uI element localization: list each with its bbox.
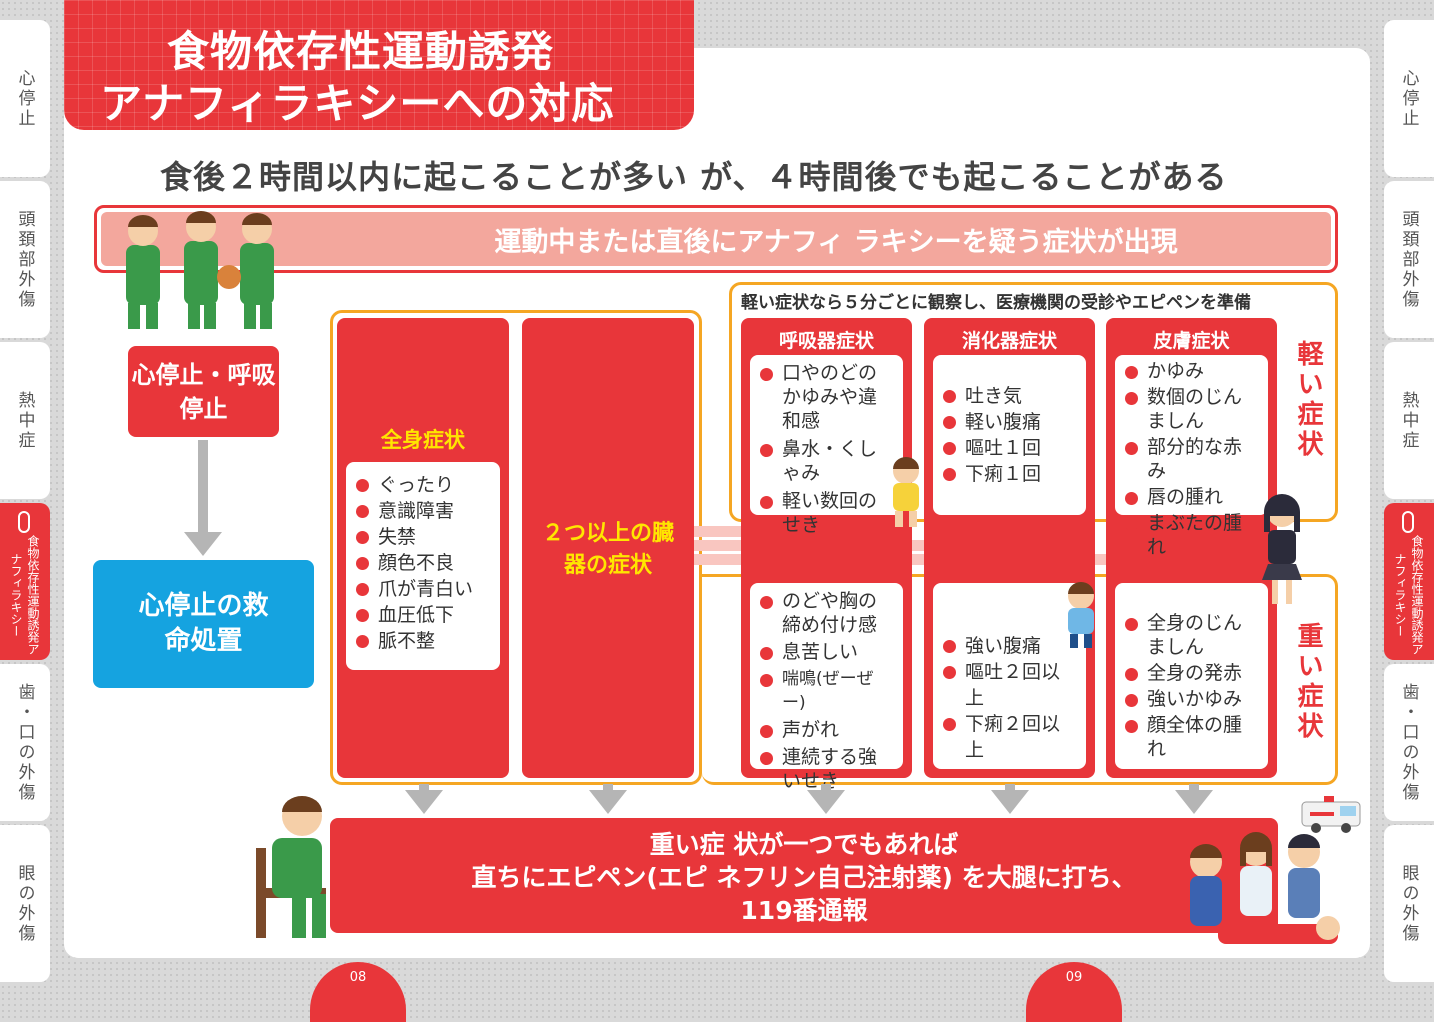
schoolgirl-illustration <box>1262 494 1302 604</box>
symptom-alert-bar: 運動中または直後にアナフィ ラキシーを疑う症状が出現 <box>94 205 1338 273</box>
page-number-left: 08 <box>310 962 406 1022</box>
boy-illustration <box>1068 582 1094 648</box>
list-item: 意識障害 <box>354 498 492 524</box>
observe-note: 軽い症状なら５分ごとに観察し、医療機関の受診やエピペンを準備 <box>741 293 1251 313</box>
list-item: 失禁 <box>354 524 492 550</box>
list-item: 強いかゆみ <box>1123 687 1260 711</box>
tab-cardiac-arrest[interactable]: 心停止 <box>0 20 50 177</box>
arrow-down-icon <box>991 784 1029 814</box>
arrow-down-icon <box>1175 784 1213 814</box>
mild-label: 軽い症状 <box>1293 340 1323 460</box>
arrow-down-icon <box>405 784 443 814</box>
emergency-line3: 119番通報 <box>740 896 868 925</box>
multi-organ-column <box>522 318 694 778</box>
tab-dental-injury[interactable]: 歯・口の外傷 <box>1384 664 1434 821</box>
pin-icon <box>18 511 30 533</box>
cardiac-treatment-text: 心停止の救命処置 <box>138 590 269 656</box>
cardiac-arrest-text: 心停止・呼吸停止 <box>131 361 276 423</box>
list-item: 血圧低下 <box>354 602 492 628</box>
skin-severe-box: 全身のじんましん 全身の発赤 強いかゆみ 顔全体の腫れ <box>1115 583 1268 769</box>
rescuers-illustration <box>1190 832 1340 944</box>
pin-icon <box>1402 511 1414 533</box>
list-item: 吐き気 <box>941 383 1078 409</box>
list-item: のどや胸の締め付け感 <box>758 589 895 637</box>
list-item: 息苦しい <box>758 640 895 664</box>
severe-label: 重い症状 <box>1293 622 1323 742</box>
list-item: 軽い腹痛 <box>941 409 1078 435</box>
list-item: 唇の腫れ <box>1123 485 1260 509</box>
list-item: 部分的な赤み <box>1123 435 1260 483</box>
multi-organ-text: ２つ以上の臓器の症状 <box>541 521 674 578</box>
arrow-down-icon <box>184 440 222 556</box>
list-item: 喘鳴(ぜーぜー) <box>758 667 895 715</box>
arrow-down-icon <box>807 784 845 814</box>
cardiac-treatment-box: 心停止の救命処置 <box>93 560 314 688</box>
list-item: 軽い数回のせき <box>758 489 895 537</box>
tab-heatstroke[interactable]: 熱中症 <box>0 342 50 499</box>
list-item: 鼻水・くしゃみ <box>758 437 895 485</box>
page-title-line2: アナフィラキシーへの対応 <box>100 79 615 128</box>
tab-dental-injury[interactable]: 歯・口の外傷 <box>0 664 50 821</box>
list-item: 口やのどのかゆみや違和感 <box>758 361 895 433</box>
list-item: 脈不整 <box>354 628 492 654</box>
tab-head-neck-injury[interactable]: 頭頚部外傷 <box>0 181 50 338</box>
list-item: 下痢２回以上 <box>941 711 1078 763</box>
tab-eye-injury[interactable]: 眼の外傷 <box>1384 825 1434 982</box>
digestive-heading: 消化器症状 <box>961 330 1057 352</box>
side-tabs-right: 心停止 頭頚部外傷 熱中症 食物依存性運動誘発アナフィラキシー 歯・口の外傷 眼… <box>1384 20 1434 982</box>
list-item: 顔色不良 <box>354 550 492 576</box>
students-illustration <box>126 211 274 329</box>
tab-head-neck-injury[interactable]: 頭頚部外傷 <box>1384 181 1434 338</box>
skin-heading: 皮膚症状 <box>1153 330 1230 352</box>
list-item: 下痢１回 <box>941 461 1078 487</box>
list-item: ぐったり <box>354 472 492 498</box>
page-title-line1: 食物依存性運動誘発 <box>167 27 555 76</box>
tab-anaphylaxis[interactable]: 食物依存性運動誘発アナフィラキシー <box>1384 503 1434 660</box>
girl-illustration <box>893 457 919 527</box>
cardiac-arrest-box: 心停止・呼吸停止 <box>128 346 279 437</box>
list-item: 全身の発赤 <box>1123 661 1260 685</box>
respiratory-mild-box: 口やのどのかゆみや違和感 鼻水・くしゃみ 軽い数回のせき <box>750 355 903 536</box>
digestive-mild-box: 吐き気 軽い腹痛 嘔吐１回 下痢１回 <box>933 355 1086 515</box>
tab-eye-injury[interactable]: 眼の外傷 <box>0 825 50 982</box>
tab-heatstroke[interactable]: 熱中症 <box>1384 342 1434 499</box>
page-title-box: 食物依存性運動誘発 アナフィラキシーへの対応 <box>64 0 694 130</box>
list-item: 強い腹痛 <box>941 633 1078 659</box>
symptom-alert-text: 運動中または直後にアナフィ ラキシーを疑う症状が出現 <box>101 212 1331 266</box>
systemic-heading: 全身症状 <box>381 428 465 452</box>
list-item: 嘔吐１回 <box>941 435 1078 461</box>
page-number-right: 09 <box>1026 962 1122 1022</box>
digestive-severe-box: 強い腹痛 嘔吐２回以上 下痢２回以上 <box>933 583 1086 769</box>
seated-student-illustration <box>256 796 326 938</box>
subtitle: 食後２時間以内に起こることが多い が、４時間後でも起こることがある <box>160 158 1228 196</box>
list-item: 嘔吐２回以上 <box>941 659 1078 711</box>
list-item: 数個のじんましん <box>1123 385 1260 433</box>
side-tabs-left: 心停止 頭頚部外傷 熱中症 食物依存性運動誘発アナフィラキシー 歯・口の外傷 眼… <box>0 20 50 982</box>
list-item: 声がれ <box>758 718 895 742</box>
emergency-line1: 重い症 状が一つでもあれば <box>649 830 959 859</box>
ambulance-icon <box>1301 796 1361 833</box>
emergency-action-box: 重い症 状が一つでもあれば 直ちにエピペン(エピ ネフリン自己注射薬) を大腿に… <box>330 818 1278 933</box>
list-item: 爪が青白い <box>354 576 492 602</box>
tab-cardiac-arrest[interactable]: 心停止 <box>1384 20 1434 177</box>
skin-mild-box: かゆみ 数個のじんましん 部分的な赤み 唇の腫れ まぶたの腫れ <box>1115 355 1268 558</box>
respiratory-heading: 呼吸器症状 <box>778 330 874 352</box>
list-item: まぶたの腫れ <box>1123 511 1260 559</box>
list-item: 顔全体の腫れ <box>1123 713 1260 761</box>
tab-anaphylaxis[interactable]: 食物依存性運動誘発アナフィラキシー <box>0 503 50 660</box>
arrow-down-icon <box>589 784 627 814</box>
systemic-list-box: ぐったり 意識障害 失禁 顔色不良 爪が青白い 血圧低下 脈不整 <box>346 462 500 670</box>
list-item: 全身のじんましん <box>1123 611 1260 659</box>
list-item: かゆみ <box>1123 359 1260 383</box>
respiratory-severe-box: のどや胸の締め付け感 息苦しい 喘鳴(ぜーぜー) 声がれ 連続する強いせき <box>750 583 903 792</box>
emergency-line2: 直ちにエピペン(エピ ネフリン自己注射薬) を大腿に打ち、 <box>471 863 1137 892</box>
